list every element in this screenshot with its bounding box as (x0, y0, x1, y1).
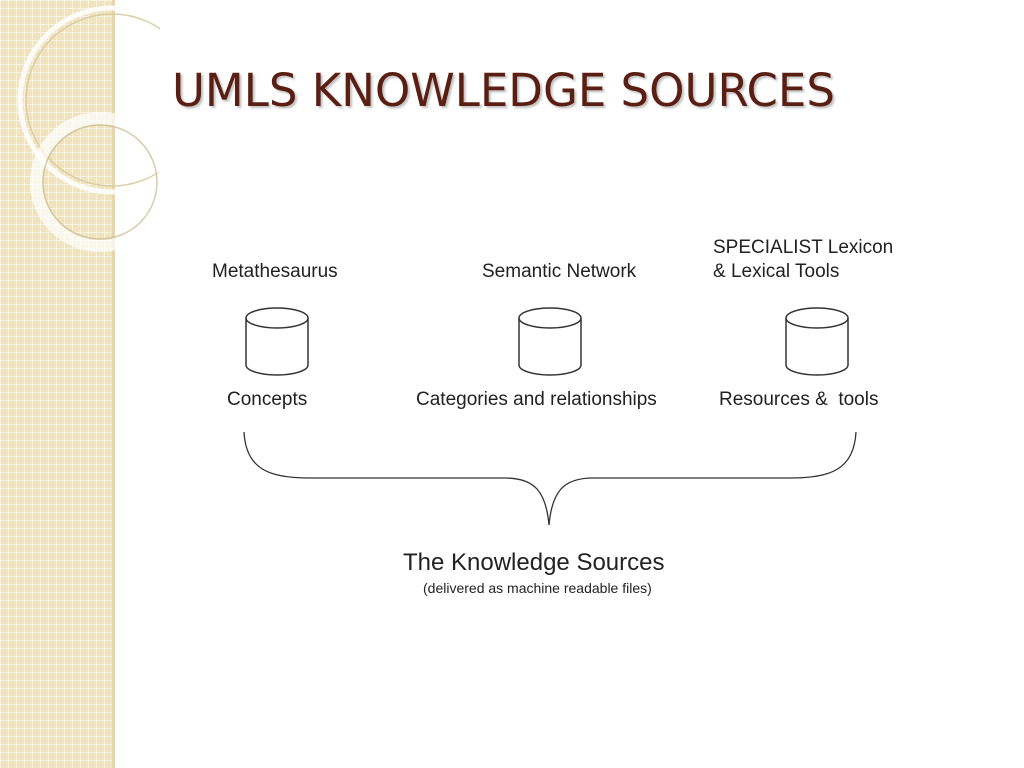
source-name-metathesaurus: Metathesaurus (212, 261, 338, 282)
side-strip-edge (112, 0, 115, 768)
decorative-rings (17, 5, 160, 252)
source-name-specialist-lexicon: SPECIALIST Lexicon & Lexical Tools (713, 237, 894, 282)
source-content-categories: Categories and relationships (416, 389, 657, 410)
database-icon (518, 307, 582, 376)
source-content-resources: Resources & tools (719, 389, 879, 410)
database-icon (785, 307, 849, 376)
summary-title: The Knowledge Sources (403, 549, 665, 576)
summary-subtitle: (delivered as machine readable files) (423, 580, 652, 596)
database-icon (245, 307, 309, 376)
page-title: UMLS KNOWLEDGE SOURCES (172, 64, 835, 117)
source-content-concepts: Concepts (227, 389, 308, 410)
grouping-brace (243, 431, 857, 526)
source-name-semantic-network: Semantic Network (482, 261, 637, 282)
